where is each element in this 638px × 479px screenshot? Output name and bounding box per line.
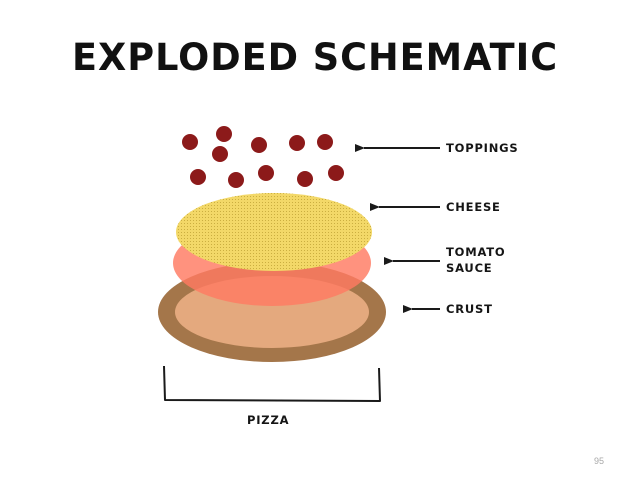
- topping-pepperoni: [190, 169, 206, 185]
- cheese-label: CHEESE: [446, 200, 501, 214]
- topping-pepperoni: [228, 172, 244, 188]
- toppings-label: TOPPINGS: [446, 141, 519, 155]
- topping-pepperoni: [328, 165, 344, 181]
- sauce-label-line1: TOMATO: [446, 245, 506, 259]
- sauce-label-line2: SAUCE: [446, 261, 493, 275]
- topping-pepperoni: [317, 134, 333, 150]
- toppings-group: [182, 126, 344, 188]
- slide-title: EXPLODED SCHEMATIC: [72, 36, 559, 79]
- crust-label: CRUST: [446, 302, 493, 316]
- page-number: 95: [594, 456, 605, 466]
- topping-pepperoni: [251, 137, 267, 153]
- cheese-layer: [176, 193, 372, 271]
- topping-pepperoni: [216, 126, 232, 142]
- topping-pepperoni: [258, 165, 274, 181]
- pizza-label: PIZZA: [247, 413, 290, 427]
- cheese-texture: [176, 193, 372, 271]
- pizza-bracket: [163, 365, 381, 402]
- topping-pepperoni: [289, 135, 305, 151]
- topping-pepperoni: [297, 171, 313, 187]
- topping-pepperoni: [212, 146, 228, 162]
- topping-pepperoni: [182, 134, 198, 150]
